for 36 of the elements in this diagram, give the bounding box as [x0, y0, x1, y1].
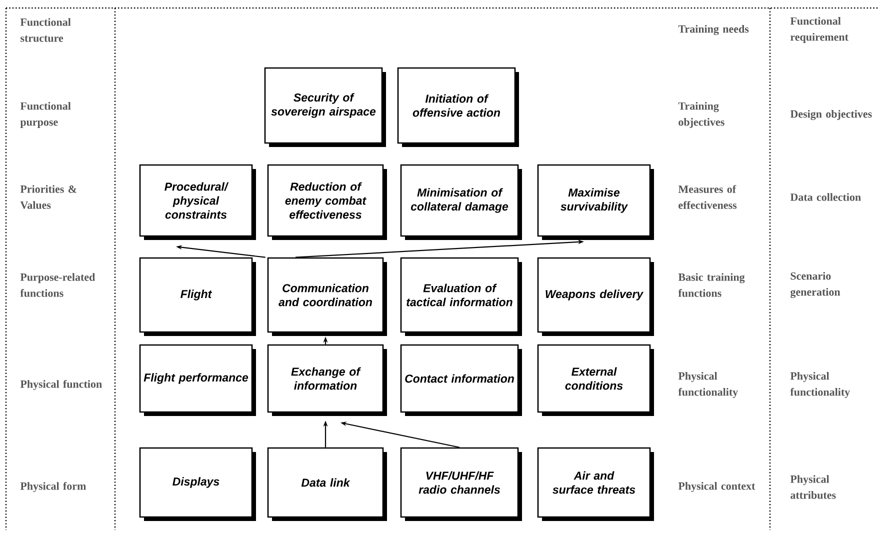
row-label: Data collection — [790, 193, 861, 201]
process-box: Minimisation of collateral damage — [400, 164, 522, 240]
process-box: Flight — [139, 257, 256, 336]
process-box: VHF/UHF/HF radio channels — [400, 447, 522, 521]
process-box: Weapons delivery — [537, 257, 654, 336]
process-box: Exchange of information — [267, 344, 387, 416]
process-box: Security of sovereign airspace — [264, 67, 386, 147]
process-box: Contact information — [400, 344, 522, 416]
row-label: Functional structure — [20, 18, 71, 42]
row-label: Design objectives — [790, 110, 872, 120]
process-box: Displays — [139, 447, 256, 521]
row-label: Physical functionality — [678, 372, 738, 398]
process-box: Communication and coordination — [267, 257, 387, 336]
row-label: Training objectives — [678, 102, 724, 128]
row-label: Physical attributes — [790, 475, 836, 499]
row-label: Measures of effectiveness — [678, 185, 737, 209]
process-box: Data link — [267, 447, 387, 521]
row-label: Physical function — [20, 380, 102, 390]
process-box: External conditions — [537, 344, 654, 416]
row-label: Purpose-related functions — [20, 273, 96, 297]
process-box: Flight performance — [139, 344, 256, 416]
row-label: Training needs — [678, 24, 749, 36]
row-label: Basic training functions — [678, 273, 745, 297]
row-label: Scenario generation — [790, 272, 840, 298]
process-box: Initiation of offensive action — [397, 67, 519, 147]
process-box: Procedural/ physical constraints — [139, 164, 256, 240]
row-label: Physical context — [678, 482, 756, 492]
row-label: Physical form — [20, 482, 86, 492]
process-box: Evaluation of tactical information — [400, 257, 522, 336]
row-label: Priorities & Values — [20, 185, 76, 209]
process-box: Maximise survivability — [537, 164, 654, 240]
process-box: Air and surface threats — [537, 447, 654, 521]
row-label: Functional purpose — [20, 102, 71, 128]
process-box: Reduction of enemy combat effectiveness — [267, 164, 387, 240]
row-label: Functional requirement — [790, 17, 848, 43]
row-label: Physical functionality — [790, 372, 850, 398]
